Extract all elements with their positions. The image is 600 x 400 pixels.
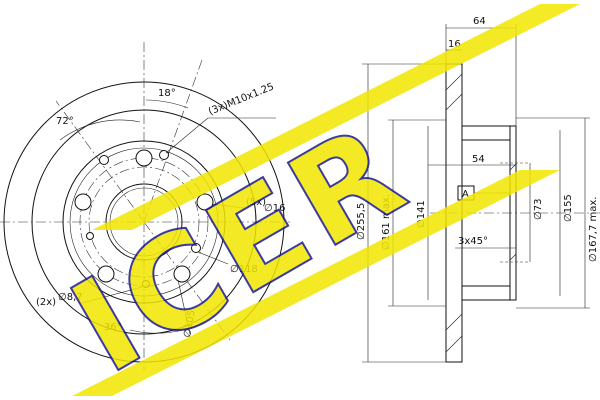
label-angle-36: 36° (104, 322, 122, 333)
watermark-stripe-lower (72, 170, 560, 396)
dim-arc-36 (129, 321, 206, 334)
label-54: 54 (472, 154, 485, 165)
bolt-hole-1 (135, 149, 153, 167)
hatch-4 (445, 335, 463, 353)
label-16: 16 (448, 39, 461, 50)
watermark-stripe-upper (92, 4, 580, 230)
label-angle-72: 72° (56, 116, 74, 127)
leader-5x (211, 203, 245, 209)
label-angle-18: 18° (158, 88, 176, 99)
label-64: 64 (473, 16, 486, 27)
label-d161: ∅161 max. (381, 194, 392, 250)
label-d255-5: ∅255,5 (356, 203, 367, 240)
hat-section (461, 125, 517, 301)
hatch-2 (445, 93, 463, 111)
label-d105: ∅105 (182, 309, 198, 338)
watermark-letters: ICER (48, 93, 433, 400)
label-2x: (2x) (36, 297, 56, 308)
label-d141: ∅141 (416, 200, 427, 228)
leader-105 (177, 279, 191, 335)
label-d16: ∅16 (264, 203, 285, 214)
dim-arc-18 (145, 99, 189, 109)
bolt-hole-5 (74, 193, 92, 211)
label-d73: ∅73 (533, 199, 544, 220)
label-d8-7: ∅8,7 (58, 292, 83, 303)
bolt-hole-2 (196, 193, 214, 211)
thread-hole-3 (99, 155, 109, 165)
small-hole-2 (86, 232, 94, 240)
label-d118: ∅118 (230, 264, 258, 275)
hatch-6 (509, 253, 517, 261)
label-holes-5x: (5x) (246, 197, 266, 208)
hatch-3 (445, 313, 463, 331)
leader-thread (165, 117, 209, 154)
bolt-hole-4 (97, 265, 115, 283)
bolt-hole-3 (173, 265, 191, 283)
hatch-1 (445, 73, 463, 91)
dim-arc-72 (59, 119, 141, 141)
label-d167-7: ∅167,7 max. (588, 197, 599, 262)
label-chamfer: 3x45° (458, 236, 488, 247)
leader-118 (197, 251, 229, 265)
icer-watermark-logo: ICER (47, 4, 580, 400)
label-datum-a: A (462, 189, 469, 200)
angle-centerline-18 (143, 59, 203, 223)
angle-centerline-36 (143, 221, 231, 341)
label-d155: ∅155 (563, 194, 574, 222)
label-thread: (3x)M10x1.25 (207, 82, 276, 118)
thread-hole-2 (191, 243, 201, 253)
leader-2x (81, 284, 151, 304)
